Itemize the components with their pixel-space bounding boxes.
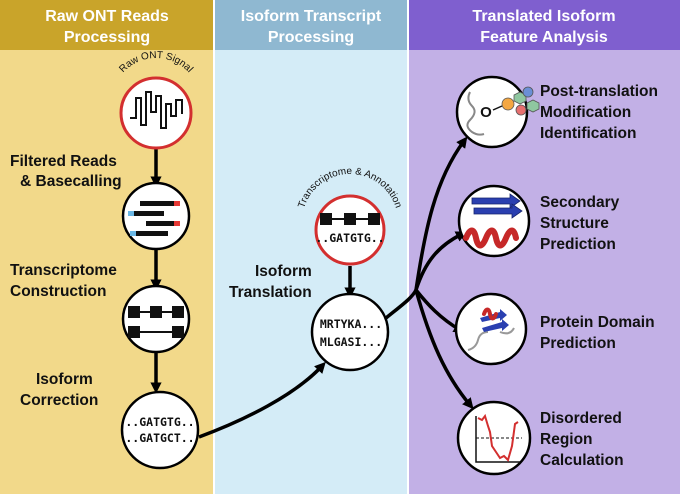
loop-chain-icon — [467, 327, 515, 351]
domain-label-line-1: Protein Domain — [540, 314, 655, 331]
ptm-label-line-2: Modification — [540, 104, 631, 121]
secondary-label-line-3: Prediction — [540, 236, 616, 253]
column-3-header — [408, 0, 680, 50]
column-3-body — [408, 0, 680, 494]
transcriptome-label-line-1: Transcriptome — [10, 262, 117, 279]
correction-to-translation-arrow — [198, 361, 326, 439]
column-1-title-line-1: Raw ONT Reads — [45, 8, 169, 25]
domain-fold-icon — [480, 307, 509, 332]
domain-label-line-2: Prediction — [540, 335, 616, 352]
disorder-label-line-1: Disordered — [540, 410, 622, 427]
alpha-helix-icon — [463, 227, 519, 249]
secondary-label-line-2: Structure — [540, 215, 609, 232]
filtered-reads-label-line-2: & Basecalling — [20, 173, 122, 190]
filtered-reads-label-line-1: Filtered Reads — [10, 153, 117, 170]
transcriptome-label-line-2: Construction — [10, 283, 106, 300]
corrected-sequence-1: ..GATGTG.. — [125, 415, 194, 429]
exon-structure-icon — [128, 306, 184, 338]
column-1-header — [0, 0, 214, 50]
exon-annotation-icon — [320, 213, 380, 225]
disorder-label-line-3: Calculation — [540, 452, 624, 469]
translation-label-line-2: Translation — [229, 284, 312, 301]
correction-node: ..GATGTG.. ..GATGCT.. — [120, 390, 200, 470]
annotation-sequence: ..GATGTG.. — [315, 231, 384, 245]
correction-label-line-2: Correction — [20, 392, 98, 409]
corrected-sequence-2: ..GATGCT.. — [125, 431, 194, 445]
beta-sheet-icon — [471, 193, 523, 219]
protein-domain-node — [454, 292, 528, 366]
column-2-header — [214, 0, 408, 50]
ont-signal-icon — [130, 91, 183, 129]
protein-sequence-2: MLGASI... — [320, 335, 382, 349]
ptm-atom: O — [480, 104, 492, 121]
correction-label-line-1: Isoform — [36, 371, 93, 388]
reads-icon — [128, 201, 180, 236]
disordered-region-node — [456, 400, 532, 476]
ptm-node: O — [455, 75, 540, 149]
reads-node — [121, 181, 191, 251]
secondary-structure-node — [457, 184, 531, 258]
column-2-title-line-2: Processing — [268, 29, 354, 46]
protein-sequence-1: MRTYKA... — [320, 317, 382, 331]
ptm-label-line-1: Post-translation — [540, 83, 658, 100]
column-3-title-line-2: Feature Analysis — [480, 29, 608, 46]
ptm-label-line-3: Identification — [540, 125, 636, 142]
secondary-label-line-1: Secondary — [540, 194, 620, 211]
disorder-plot-icon — [475, 413, 522, 463]
glycan-icon — [501, 86, 540, 116]
column-3-title-line-1: Translated Isoform — [472, 8, 615, 25]
translation-node: MRTYKA... MLGASI... — [310, 292, 390, 372]
column-2-title-line-1: Isoform Transcript — [241, 8, 382, 25]
column-1-title-line-2: Processing — [64, 29, 150, 46]
peptide-chain-icon — [466, 91, 485, 136]
disorder-label-line-2: Region — [540, 431, 593, 448]
translation-label-line-1: Isoform — [255, 263, 312, 280]
transcriptome-node — [121, 284, 191, 354]
